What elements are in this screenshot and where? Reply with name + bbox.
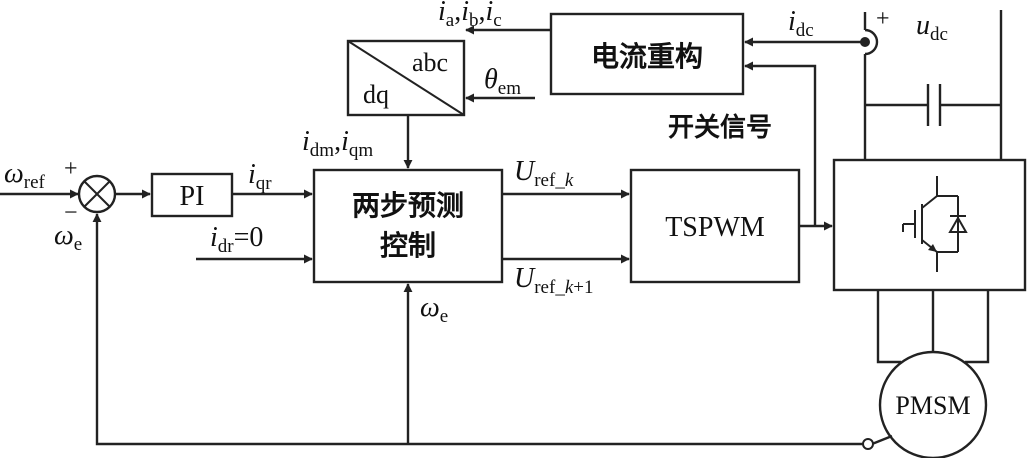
igbt-icon [902, 176, 968, 272]
abc-dq-transform-block [346, 39, 466, 117]
label-i-abc: ia,ib,ic [438, 0, 502, 31]
label-i-dr: idr=0 [210, 222, 263, 257]
speed-sensor-terminal [862, 438, 874, 450]
label-i-dc: idc [788, 6, 814, 41]
label-i-qr: iqr [248, 159, 272, 194]
current-sensor-symbol [860, 28, 879, 56]
current-reconstruction-block [549, 12, 745, 96]
predictive-label-line2: 控制 [380, 229, 436, 262]
label-u-ref-k1: Uref_k+1 [514, 263, 593, 298]
sum-minus-sign: − [64, 200, 78, 226]
inverter-block [832, 158, 1027, 292]
label-switch-signal: 开关信号 [668, 113, 772, 143]
label-omega-e-predictive: ωe [420, 292, 448, 327]
wire-feedback-omega-e [92, 213, 868, 446]
transform-dq-label: dq [363, 80, 389, 109]
pmsm-label: PMSM [895, 391, 970, 420]
label-theta-em: θem [484, 64, 521, 99]
wire-speed-sensor [871, 434, 893, 446]
label-u-ref-k: Uref_k [514, 156, 574, 191]
summing-junction [77, 174, 117, 214]
pmsm-motor [878, 350, 988, 458]
label-i-dm-qm: idm,iqm [302, 126, 373, 161]
label-dc-plus: + [876, 6, 890, 32]
label-omega-ref: ωref [4, 158, 46, 193]
transform-abc-label: abc [412, 48, 448, 77]
tspwm-label: TSPWM [665, 212, 765, 243]
dc-link [863, 10, 1003, 160]
pi-label: PI [180, 181, 205, 212]
tspwm-block [629, 168, 801, 284]
label-omega-e-feedback: ωe [54, 220, 82, 255]
sum-plus-sign: + [64, 156, 78, 182]
dc-link-capacitor [926, 84, 942, 126]
current-reconstruction-label: 电流重构 [591, 40, 703, 73]
predictive-control-block [312, 168, 504, 284]
pi-controller-block [150, 172, 234, 218]
wire-switch-signal [744, 61, 817, 226]
label-u-dc: udc [916, 10, 948, 45]
predictive-label-line1: 两步预测 [352, 189, 464, 222]
